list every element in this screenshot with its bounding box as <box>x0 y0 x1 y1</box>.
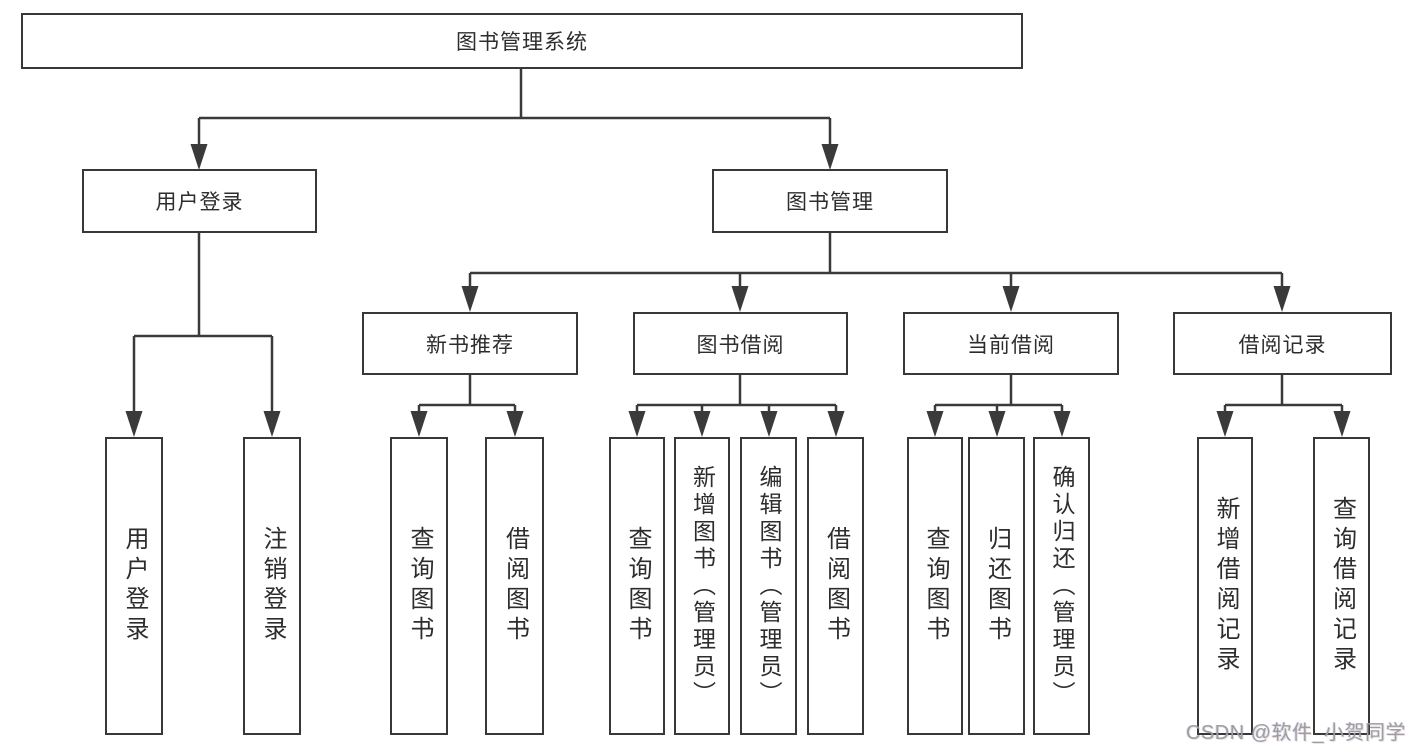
leaf-logout: 注销登录 <box>243 437 301 735</box>
node-borrowing-records: 借阅记录 <box>1173 312 1392 375</box>
leaf-rec-query-record: 查询借阅记录 <box>1313 437 1370 735</box>
node-user-login: 用户登录 <box>82 169 317 233</box>
leaf-rec-add-record: 新增借阅记录 <box>1197 437 1253 735</box>
node-book-borrowing: 图书借阅 <box>633 312 848 375</box>
leaf-nbr-borrow-books: 借阅图书 <box>485 437 544 735</box>
leaf-bb-edit-book-admin: 编辑图书（管理员） <box>740 437 797 735</box>
node-current-borrowing: 当前借阅 <box>903 312 1119 375</box>
csdn-watermark: CSDN @软件_小贺同学 <box>1186 722 1405 744</box>
leaf-bb-add-book-admin: 新增图书（管理员） <box>674 437 730 735</box>
leaf-bb-query-books: 查询图书 <box>609 437 665 735</box>
leaf-user-login: 用户登录 <box>105 437 163 735</box>
leaf-cb-confirm-return-admin: 确认归还（管理员） <box>1033 437 1090 735</box>
node-new-book-recommend: 新书推荐 <box>362 312 578 375</box>
node-book-management: 图书管理 <box>712 169 948 233</box>
leaf-nbr-query-books: 查询图书 <box>390 437 448 735</box>
leaf-cb-return-books: 归还图书 <box>968 437 1025 735</box>
node-root: 图书管理系统 <box>21 13 1023 69</box>
leaf-bb-borrow-books: 借阅图书 <box>807 437 864 735</box>
leaf-cb-query-books: 查询图书 <box>907 437 963 735</box>
